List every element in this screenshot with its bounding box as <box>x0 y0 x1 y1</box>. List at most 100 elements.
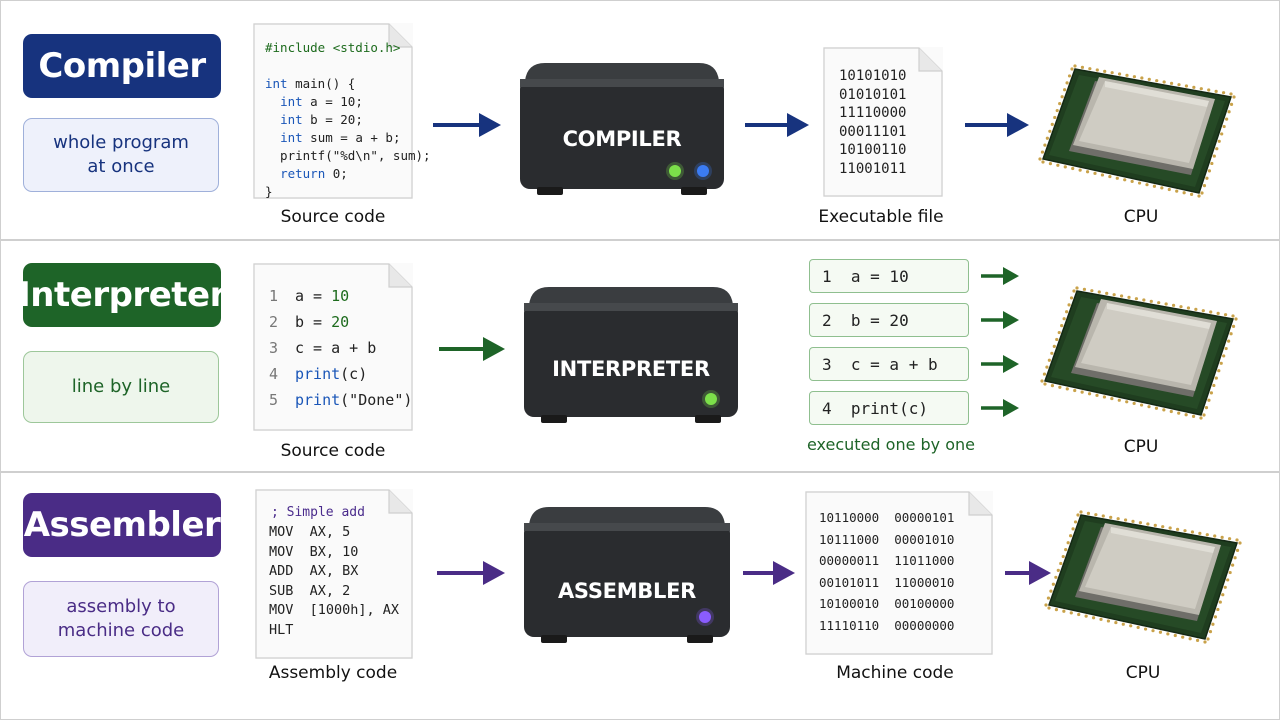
code-line <box>265 57 431 75</box>
assembler-title: Assembler <box>23 493 221 557</box>
binary-line: 01010101 <box>839 86 907 103</box>
line-number: 5 <box>269 391 279 409</box>
binary-line: 11001011 <box>839 160 907 177</box>
binary-line: 00101011 11000010 <box>819 574 955 590</box>
cpu-chip <box>1037 279 1251 433</box>
code-line: int sum = a + b; <box>280 130 401 145</box>
code-line: #include <stdio.h> <box>265 40 401 55</box>
arrow-right-icon <box>439 337 505 361</box>
arrow-right-icon <box>981 267 1019 285</box>
assembler-box-label: ASSEMBLER <box>557 579 696 603</box>
device-box-icon <box>524 507 730 643</box>
arrow-right-icon <box>1005 561 1051 585</box>
assembly-comment: ; Simple add <box>271 505 365 520</box>
cpu-caption: CPU <box>1123 437 1159 457</box>
arrow-right-icon <box>981 355 1019 373</box>
code-line: return 0; <box>280 166 348 181</box>
arrow-right-icon <box>743 561 795 585</box>
led-indicator-icon <box>697 165 709 177</box>
interpreter-subtitle: line by line <box>23 351 219 423</box>
led-indicator-icon <box>705 393 717 405</box>
line-number: 2 <box>269 313 279 331</box>
binary-line: 00000011 11011000 <box>819 553 955 568</box>
arrow-right-icon <box>433 113 501 137</box>
code-line: 5 print("Done") <box>269 387 412 413</box>
assembler-subtitle: assembly to machine code <box>23 581 219 657</box>
line-code: c = a + b <box>295 339 377 357</box>
assembler-row: Assembler assembly to machine code ; Sim… <box>0 472 1280 720</box>
code-line: 3 c = a + b <box>269 335 412 361</box>
assembler-device-box: ASSEMBLER <box>521 503 733 645</box>
code-line: 1 a = 10 <box>269 283 412 309</box>
interpreter-box-label: INTERPRETER <box>552 357 710 381</box>
arrow-right-icon <box>745 113 809 137</box>
device-box-icon <box>520 63 724 195</box>
executed-line: 2 b = 20 <box>809 303 969 337</box>
line-number: 4 <box>269 365 279 383</box>
arrow-right-icon <box>965 113 1029 137</box>
device-box-icon <box>524 287 738 423</box>
code-line: MOV AX, 5 <box>269 524 351 540</box>
compiler-row: Compiler whole program at once #include … <box>0 0 1280 240</box>
compiler-subtitle: whole program at once <box>23 118 219 192</box>
document-icon <box>255 489 413 659</box>
cpu-chip-icon <box>1038 64 1236 198</box>
line-number: 1 <box>269 287 279 305</box>
binary-line: 10101010 <box>839 68 907 84</box>
arrow-right-icon <box>981 311 1019 329</box>
code-line: MOV BX, 10 <box>269 543 359 560</box>
code-line: printf("%d\n", sum); <box>265 148 431 163</box>
assembly-caption: Assembly code <box>268 663 398 683</box>
line-code: print("Done") <box>295 391 413 409</box>
executable-binary: 10101010 01010101 11110000 00011101 10100110… <box>839 67 906 178</box>
line-number: 3 <box>269 339 279 357</box>
compiler-source-code: #include <stdio.h> int main() { int a = … <box>265 39 431 201</box>
executed-line: 3 c = a + b <box>809 347 969 381</box>
document-icon <box>253 23 413 199</box>
code-line: } <box>265 184 273 199</box>
line-code: b = 20 <box>295 313 350 331</box>
cpu-caption: CPU <box>1123 207 1159 227</box>
cpu-chip <box>1035 57 1249 211</box>
compiler-device-box: COMPILER <box>517 59 727 197</box>
machine-code-caption: Machine code <box>836 663 954 683</box>
arrow-right-icon <box>437 561 505 585</box>
interpreter-title: Interpreter <box>18 263 226 327</box>
code-line: 2 b = 20 <box>269 309 412 335</box>
cpu-chip-icon <box>1040 286 1238 420</box>
arrow-right-icon <box>981 399 1019 417</box>
compiler-source-document: #include <stdio.h> int main() { int a = … <box>253 23 431 199</box>
code-line: 4 print(c) <box>269 361 412 387</box>
executed-caption: executed one by one <box>806 435 976 454</box>
code-line: MOV [1000h], AX <box>269 602 400 618</box>
executable-document: 10101010 01010101 11110000 00011101 10100110… <box>823 47 943 197</box>
binary-line: 10100010 00100000 <box>819 596 955 611</box>
cpu-chip-icon <box>1044 510 1242 644</box>
code-line: int b = 20; <box>280 112 363 127</box>
code-line: int a = 10; <box>280 94 363 109</box>
binary-line: 11110000 <box>839 105 907 121</box>
interpreter-source-caption: Source code <box>280 441 386 461</box>
document-icon <box>253 263 413 431</box>
binary-line: 10110000 00000101 <box>819 510 955 525</box>
assembly-source-document: ; Simple add MOV AX, 5 MOV BX, 10 ADD AX, … <box>255 489 413 659</box>
compiler-title: Compiler <box>23 34 221 98</box>
line-code: a = 10 <box>295 287 350 305</box>
binary-line: 00011101 <box>839 123 907 140</box>
executed-line: 4 print(c) <box>809 391 969 425</box>
line-code: print(c) <box>295 365 368 383</box>
binary-line: 10100110 <box>839 142 907 158</box>
executable-caption: Executable file <box>818 207 944 227</box>
interpreter-source-code: 1 a = 10 2 b = 20 3 c = a + b 4 print(c) 5 print(… <box>269 283 412 413</box>
code-line: HLT <box>269 621 294 638</box>
cpu-chip <box>1041 503 1255 657</box>
interpreter-device-box: INTERPRETER <box>521 283 741 425</box>
led-indicator-icon <box>699 611 711 623</box>
interpreter-source-document: 1 a = 10 2 b = 20 3 c = a + b 4 print(c) 5 print(… <box>253 263 413 431</box>
interpreter-row: Interpreter line by line 1 a = 10 2 b = 20 3… <box>0 240 1280 472</box>
executed-line: 1 a = 10 <box>809 259 969 293</box>
code-line: ADD AX, BX <box>269 563 359 579</box>
cpu-caption: CPU <box>1125 663 1161 683</box>
